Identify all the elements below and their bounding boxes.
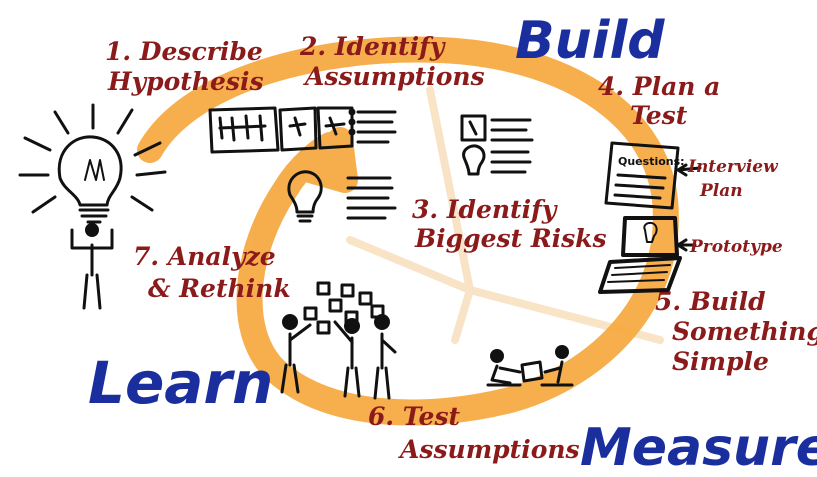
step-2-line-2: Assumptions	[303, 62, 485, 91]
step-5-line-1: 5. Build	[655, 287, 766, 316]
lightbulb-list-icon	[287, 170, 397, 223]
document-icon	[208, 106, 397, 154]
step-1-line-2: Hypothesis	[107, 67, 264, 96]
step-6-line-2: Assumptions	[398, 435, 580, 464]
interview-arrow	[676, 163, 702, 177]
center-spokes	[346, 86, 664, 344]
prototype-arrow	[676, 238, 697, 252]
step-5-line-2: Something	[672, 317, 817, 346]
questions-document-icon: Questions:	[604, 141, 685, 210]
phase-learn: Learn	[88, 349, 273, 417]
step-7-label: 7. Analyze & Rethink	[133, 242, 291, 303]
cycle-loop	[137, 36, 679, 426]
sticky-notes-icon	[303, 281, 385, 335]
questions-label: Questions:	[618, 155, 685, 168]
step-7-line-1: 7. Analyze	[133, 242, 276, 271]
step-2-line-1: 2. Identify	[299, 32, 446, 61]
step-1-label: 1. Describe Hypothesis	[105, 37, 264, 96]
step-1-line-1: 1. Describe	[105, 37, 263, 66]
step-6-line-1: 6. Test	[368, 402, 461, 431]
step-2-label: 2. Identify Assumptions	[299, 32, 485, 91]
step-7-line-2: & Rethink	[148, 274, 291, 303]
step-4-label: 4. Plan a Test	[598, 72, 720, 130]
step-6-label: 6. Test Assumptions	[368, 402, 580, 464]
interview-scene-icon	[486, 345, 574, 387]
risk-list-icon	[460, 114, 534, 176]
person-icon	[70, 223, 114, 310]
step-3-line-1: 3. Identify	[412, 195, 558, 224]
phase-build: Build	[515, 11, 665, 71]
interview-plan-line-1: Interview	[687, 157, 779, 177]
step-4-line-1: 4. Plan a	[598, 72, 720, 101]
interview-plan-label: Interview Plan	[687, 157, 779, 201]
laptop-icon	[598, 216, 682, 294]
step-3-line-2: Biggest Risks	[414, 224, 607, 253]
phase-measure: Measure	[580, 418, 817, 477]
lightbulb-icon	[18, 103, 167, 224]
step-5-label: 5. Build Something Simple	[655, 287, 817, 376]
step-3-label: 3. Identify Biggest Risks	[412, 195, 607, 253]
interview-plan-line-2: Plan	[699, 181, 743, 201]
step-4-line-2: Test	[630, 101, 688, 130]
team-icon	[280, 314, 397, 400]
step-5-line-3: Simple	[672, 347, 769, 376]
prototype-label: Prototype	[689, 237, 783, 257]
